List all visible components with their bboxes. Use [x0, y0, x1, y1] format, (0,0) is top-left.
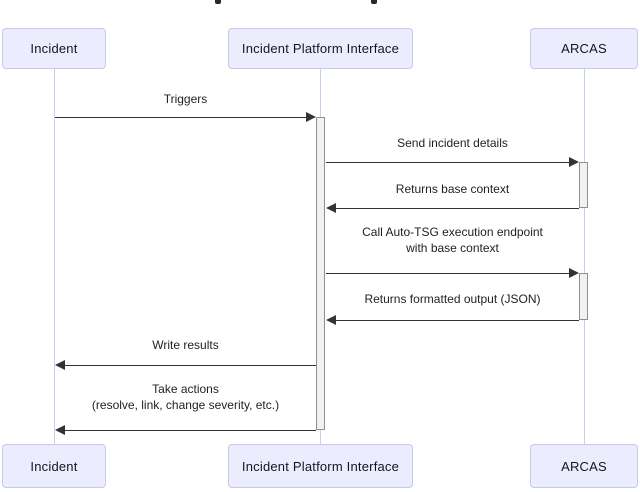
- message-label: Call Auto-TSG execution endpoint with ba…: [362, 225, 543, 255]
- arrowhead-left-icon: [326, 203, 336, 213]
- message-line: [64, 430, 316, 431]
- message-line: [335, 208, 579, 209]
- actor-label-incident-platform-interface: Incident Platform Interface: [241, 41, 400, 56]
- activation-bar-incident-platform-interface: [316, 117, 325, 430]
- arrowhead-right-icon: [569, 268, 579, 278]
- message-line: [335, 320, 579, 321]
- activation-bar-arcas-2: [579, 273, 588, 320]
- message-label: Returns formatted output (JSON): [364, 292, 541, 306]
- actor-label-incident: Incident: [30, 41, 78, 56]
- actor-box-incident-bottom: Incident: [2, 444, 106, 488]
- actor-label-arcas: ARCAS: [561, 458, 607, 474]
- actor-box-arcas-bottom: ARCAS: [530, 444, 638, 488]
- message-line: [326, 162, 570, 163]
- actor-label-incident: Incident: [30, 458, 78, 474]
- message-line: [55, 117, 307, 118]
- message-label: Write results: [152, 338, 219, 352]
- actor-label-arcas: ARCAS: [561, 41, 607, 56]
- arrowhead-left-icon: [326, 315, 336, 325]
- cropped-text-fragment: [215, 0, 221, 4]
- arrowhead-right-icon: [306, 112, 316, 122]
- activation-bar-arcas-1: [579, 162, 588, 208]
- message-label: Triggers: [163, 92, 208, 106]
- actor-box-incident-top: Incident: [2, 28, 106, 69]
- message-label: Send incident details: [397, 136, 508, 150]
- actor-box-incident-platform-interface-top: Incident Platform Interface: [228, 28, 413, 69]
- arrowhead-left-icon: [55, 425, 65, 435]
- lifeline-arcas: [584, 69, 585, 444]
- message-label: Take actions (resolve, link, change seve…: [91, 382, 280, 412]
- message-label: Returns base context: [395, 182, 510, 196]
- actor-box-incident-platform-interface-bottom: Incident Platform Interface: [228, 444, 413, 488]
- actor-box-arcas-top: ARCAS: [530, 28, 638, 69]
- message-line: [64, 365, 316, 366]
- actor-label-incident-platform-interface: Incident Platform Interface: [241, 458, 400, 474]
- message-line: [326, 273, 570, 274]
- arrowhead-right-icon: [569, 157, 579, 167]
- cropped-text-fragment: [371, 0, 377, 4]
- arrowhead-left-icon: [55, 360, 65, 370]
- lifeline-incident: [54, 69, 55, 444]
